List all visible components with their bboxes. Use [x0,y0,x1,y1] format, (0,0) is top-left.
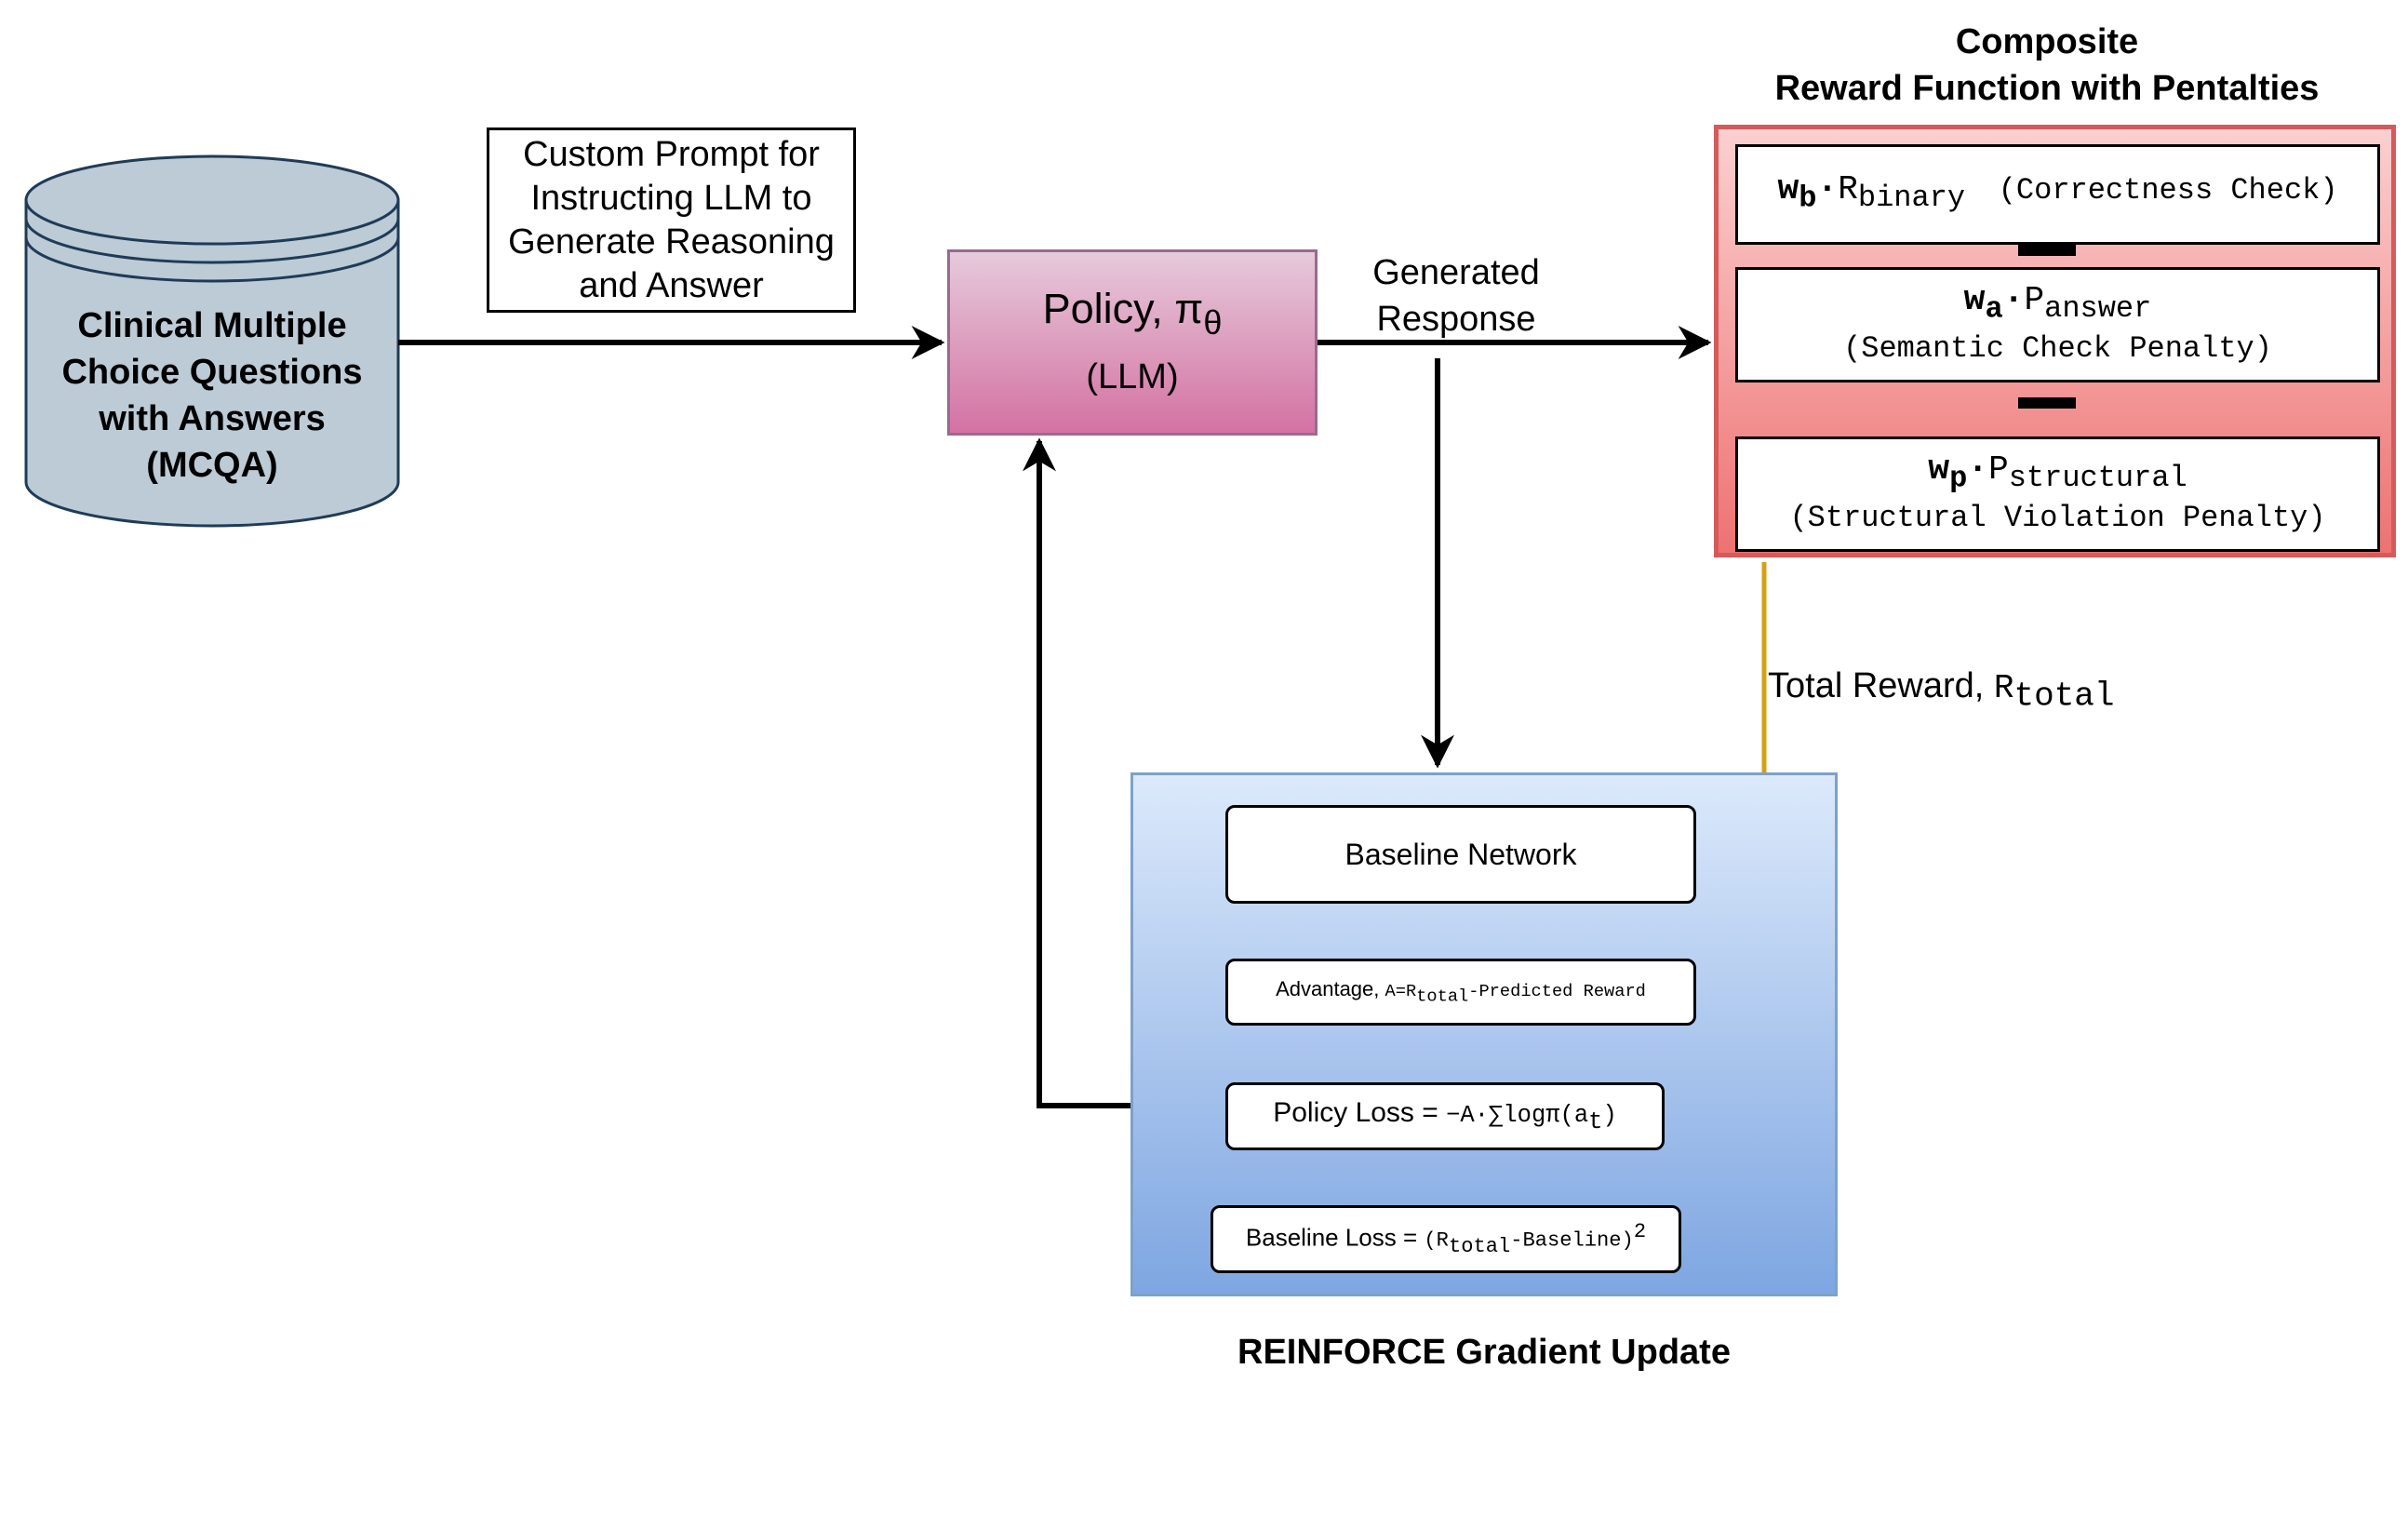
advantage-node: Advantage, A=Rtotal-Predicted Reward [1225,959,1696,1026]
penalty-subscript: answer [2044,291,2152,327]
weight-symbol: w [1928,450,1950,490]
baseline-loss-formula: Baseline Loss = (Rtotal-Baseline)2 [1246,1220,1646,1258]
reward-term-structural: wp·Pstructural (Structural Violation Pen… [1735,436,2380,552]
policy-title-sub: θ [1203,302,1223,342]
reward-symbol: R [1838,170,1858,209]
dot-operator: · [1816,169,1839,210]
dot-operator: · [1967,450,1989,490]
baseline-loss-formula-part: (R [1424,1228,1449,1253]
policy-loss-formula-subscript: t [1588,1108,1603,1135]
db-label-line: Clinical Multiple [77,306,347,345]
reinforce-panel: Baseline Network Advantage, A=Rtotal-Pre… [1130,772,1838,1296]
weight-symbol: w [1777,169,1799,210]
policy-loss-formula: Policy Loss = −A·∑logπ(at) [1273,1097,1617,1135]
baseline-loss-formula-subscript: total [1448,1234,1511,1258]
penalty-subscript: structural [2008,461,2187,496]
penalty-symbol: P [2024,281,2045,320]
dot-operator: · [2002,280,2025,321]
baseline-loss-node: Baseline Loss = (Rtotal-Baseline)2 [1211,1205,1681,1273]
reward-term-description: (Semantic Check Penalty) [1843,330,2272,366]
total-reward-symbol: R [1993,669,2014,707]
generated-response-line: Response [1376,300,1536,339]
weight-symbol: w [1963,280,1986,321]
advantage-formula-subscript: total [1416,986,1469,1007]
policy-loss-formula-part: ) [1602,1102,1617,1129]
minus-sign-icon [2018,245,2076,256]
db-label-line: with Answers [99,399,326,438]
reward-function-title: Composite Reward Function with Pentaltie… [1759,19,2335,112]
reinforce-title: REINFORCE Gradient Update [1237,1333,1731,1372]
reward-term-binary: wb·Rbinary (Correctness Check) [1735,144,2380,245]
reward-term-answer: wa·Panswer (Semantic Check Penalty) [1735,267,2380,382]
policy-title-text: Policy, π [1042,284,1204,332]
advantage-formula-part: -Predicted Reward [1468,981,1646,1002]
advantage-formula: Advantage, A=Rtotal-Predicted Reward [1276,977,1646,1006]
reward-title-line: Reward Function with Pentalties [1774,69,2320,108]
baseline-network-label: Baseline Network [1344,837,1577,871]
prompt-line: Instructing LLM to [530,178,812,218]
policy-node: Policy, πθ (LLM) [947,249,1318,436]
total-reward-subscript: total [2013,677,2115,716]
generated-response-line: Generated [1372,253,1540,292]
policy-loss-node: Policy Loss = −A·∑logπ(at) [1225,1082,1665,1150]
mcqa-database-label: Clinical Multiple Choice Questions with … [26,302,398,489]
weight-subscript: b [1799,181,1817,216]
weight-subscript: a [1985,291,2003,327]
reward-term-formula: wb·Rbinary (Correctness Check) [1777,170,2337,219]
prompt-line: Custom Prompt for [523,134,820,174]
total-reward-text: Total Reward, [1768,666,1994,705]
advantage-formula-part: A=R [1385,981,1417,1002]
prompt-line: and Answer [579,265,764,305]
baseline-network-node: Baseline Network [1225,805,1696,904]
reward-function-panel: wb·Rbinary (Correctness Check) wa·Panswe… [1714,125,2396,557]
reward-term-formula: wp·Pstructural [1928,450,2187,499]
policy-loss-label: Policy Loss = [1273,1097,1447,1128]
weight-subscript: p [1949,461,1968,496]
mcqa-database-icon [24,154,400,528]
prompt-line: Generate Reasoning [508,221,835,262]
db-label-line: Choice Questions [61,353,363,392]
generated-response-label: Generated Response [1340,249,1572,342]
minus-sign-icon [2018,397,2076,409]
baseline-loss-formula-superscript: 2 [1633,1220,1647,1244]
reward-subscript: binary [1857,181,1966,216]
baseline-loss-label: Baseline Loss = [1245,1223,1425,1252]
policy-subtitle: (LLM) [1086,356,1179,396]
reward-title-line: Composite [1955,22,2139,61]
reward-term-description: (Structural Violation Penalty) [1789,500,2326,535]
custom-prompt-box: Custom Prompt for Instructing LLM to Gen… [487,128,856,313]
policy-loss-formula-part: −A·∑logπ(a [1446,1102,1589,1129]
policy-title: Policy, πθ [1043,282,1223,350]
advantage-label: Advantage, [1276,977,1385,1001]
baseline-loss-formula-part: -Baseline) [1510,1228,1634,1253]
total-reward-label: Total Reward, Rtotal [1768,663,2115,720]
db-label-line: (MCQA) [146,446,278,485]
penalty-symbol: P [1988,450,2009,490]
reward-term-formula: wa·Panswer [1964,281,2152,329]
reward-term-description: (Correctness Check) [1998,173,2338,208]
